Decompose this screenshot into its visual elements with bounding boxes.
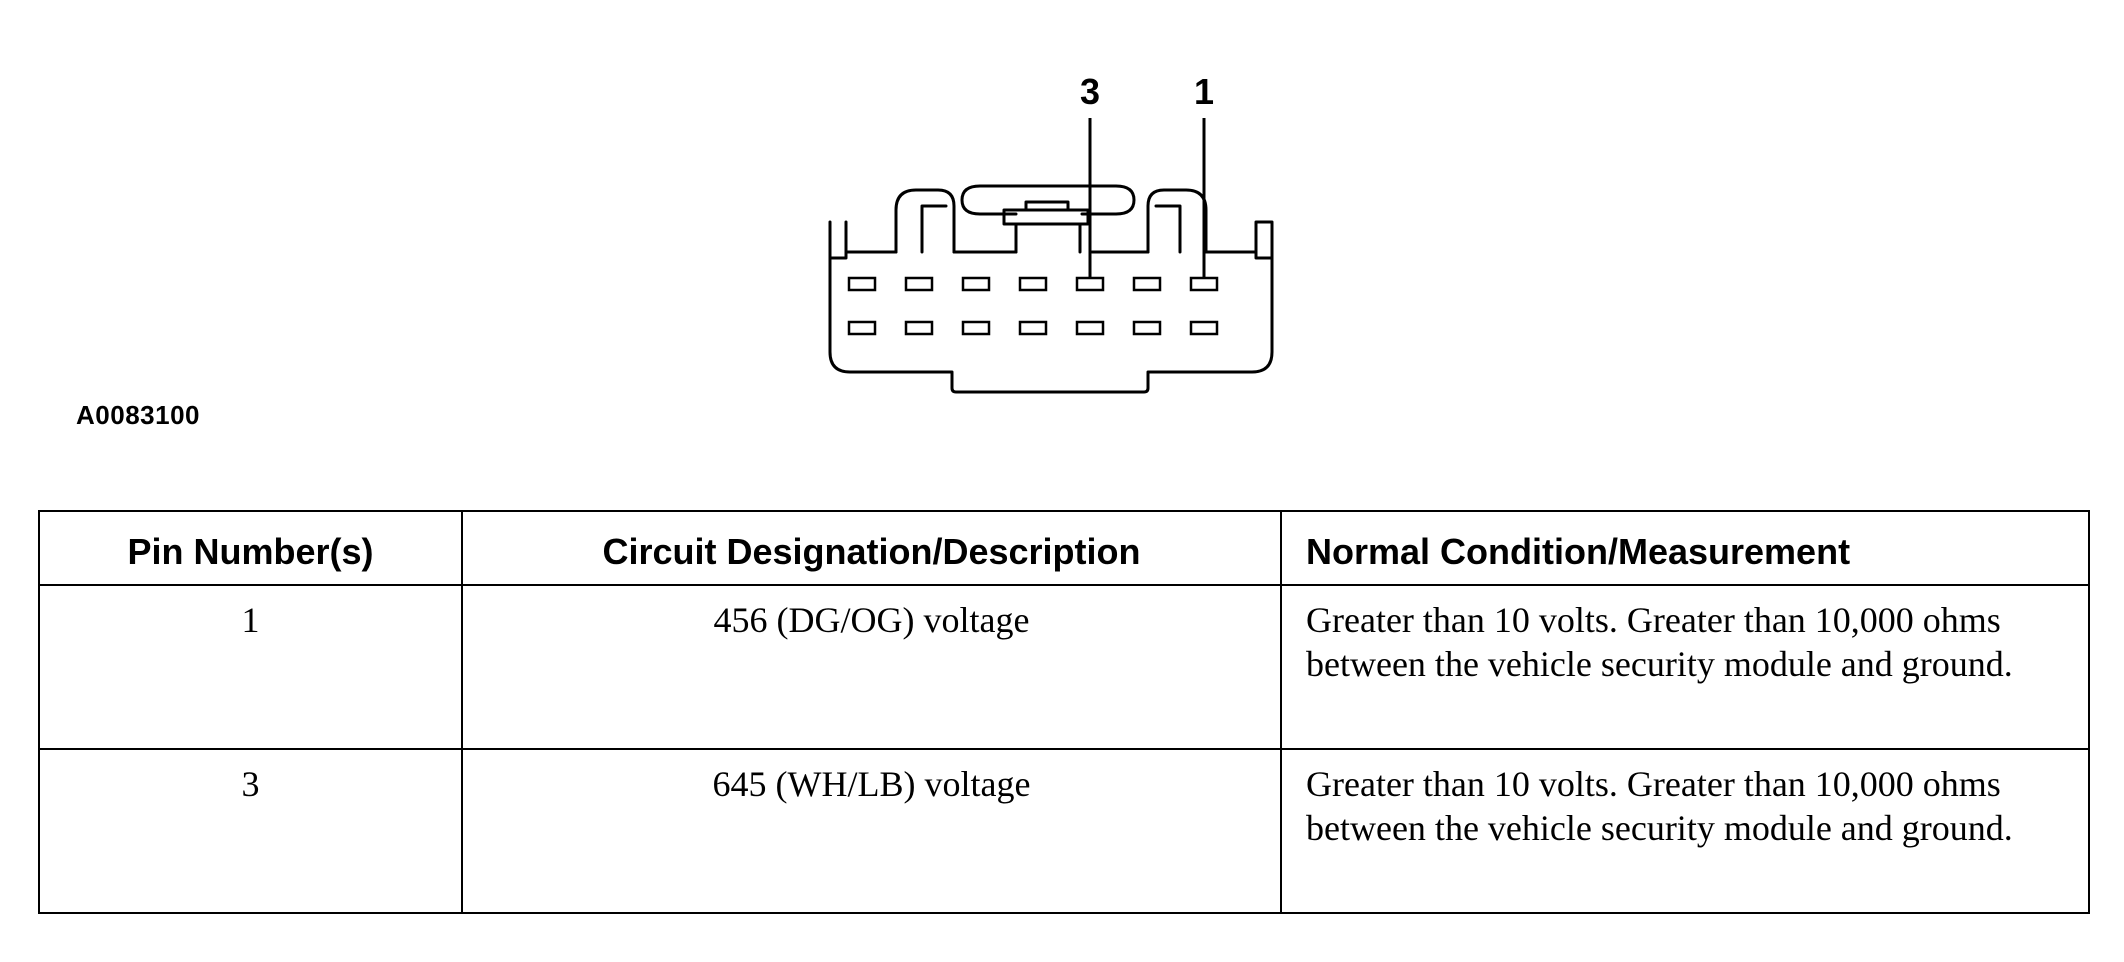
connector-pin (1189, 320, 1219, 336)
left-latch (894, 188, 956, 254)
connector-pin (961, 276, 991, 292)
table-row: 3 645 (WH/LB) voltage Greater than 10 vo… (38, 748, 2090, 914)
connector-pin (1018, 276, 1048, 292)
connector-pin (1075, 276, 1105, 292)
right-latch (1146, 188, 1208, 254)
table-header-row: Pin Number(s) Circuit Designation/Descri… (38, 510, 2090, 586)
center-key (1002, 208, 1090, 226)
cell-condition: Greater than 10 volts. Greater than 10,0… (1280, 748, 2090, 914)
connector-pin (847, 320, 877, 336)
header-condition: Normal Condition/Measurement (1280, 510, 2090, 586)
connector-pin (1018, 320, 1048, 336)
connector-pin (1075, 320, 1105, 336)
connector-pin (1189, 276, 1219, 292)
header-circuit: Circuit Designation/Description (461, 510, 1282, 586)
cell-pin: 1 (38, 584, 463, 750)
pin-table: Pin Number(s) Circuit Designation/Descri… (38, 510, 2090, 914)
connector-pin (1132, 276, 1162, 292)
locking-bar (960, 184, 1136, 216)
cell-circuit: 645 (WH/LB) voltage (461, 748, 1282, 914)
callout-label: 1 (1194, 71, 1214, 112)
connector-pin (904, 276, 934, 292)
table-row: 1 456 (DG/OG) voltage Greater than 10 vo… (38, 584, 2090, 750)
header-pin-number: Pin Number(s) (38, 510, 463, 586)
connector-pin (847, 276, 877, 292)
callout-label: 3 (1080, 71, 1100, 112)
connector-pin (961, 320, 991, 336)
cell-condition: Greater than 10 volts. Greater than 10,0… (1280, 584, 2090, 750)
cell-circuit: 456 (DG/OG) voltage (461, 584, 1282, 750)
connector-pin (1132, 320, 1162, 336)
connector-housing (828, 220, 1274, 394)
figure-reference-id: A0083100 (76, 400, 200, 430)
connector-pin (904, 320, 934, 336)
cell-pin: 3 (38, 748, 463, 914)
